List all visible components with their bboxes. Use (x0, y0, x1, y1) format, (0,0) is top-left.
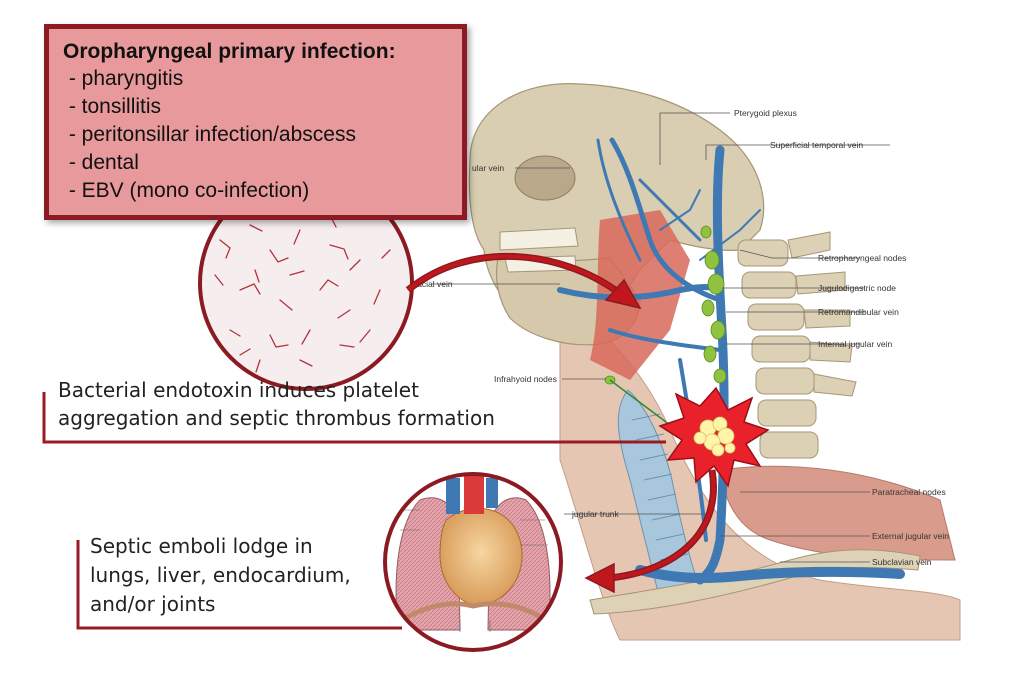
list-item: tonsillitis (63, 93, 448, 121)
label-pterygoid-plexus: Pterygoid plexus (734, 108, 797, 118)
endotoxin-caption-line: Bacterial endotoxin induces platelet (58, 378, 419, 402)
label-external-jugular-vein: External jugular vein (872, 531, 949, 541)
teeth (499, 227, 579, 251)
list-item: pharyngitis (63, 65, 448, 93)
orbit (514, 155, 576, 201)
label-facial-vein: Facial vein (412, 279, 453, 289)
endotoxin-caption: Bacterial endotoxin induces platelet agg… (58, 376, 495, 432)
emboli-caption-line: Septic emboli lodge in (90, 534, 313, 558)
list-item: EBV (mono co-infection) (63, 177, 448, 205)
emboli-caption-line: and/or joints (90, 592, 216, 616)
arrow-neck-to-chest (584, 469, 717, 594)
list-item: peritonsillar infection/abscess (63, 121, 448, 149)
cervical-spine (737, 231, 857, 459)
septic-thrombus-starburst (658, 386, 770, 488)
label-jugular-trunk: jugular trunk (571, 509, 620, 519)
arrow-micro-to-jaw (405, 252, 642, 310)
label-subclavian-vein: Subclavian vein (872, 557, 932, 567)
label-internal-jugular-vein: Internal jugular vein (818, 339, 892, 349)
emboli-callout-bracket (76, 540, 402, 630)
infection-source-list: pharyngitis tonsillitis peritonsillar in… (63, 65, 448, 205)
shoulder-muscle (719, 465, 956, 561)
lymph-nodes (604, 225, 727, 385)
aorta (464, 474, 484, 514)
label-retromandibular-vein: Retromandibular vein (818, 307, 899, 317)
label-infrahyoid-nodes: Infrahyoid nodes (494, 374, 557, 384)
list-item: dental (63, 149, 448, 177)
label-paratracheal-nodes: Paratracheal nodes (872, 487, 946, 497)
endotoxin-caption-line: aggregation and septic thrombus formatio… (58, 406, 495, 430)
label-retropharyngeal-nodes: Retropharyngeal nodes (818, 253, 906, 263)
emboli-caption-line: lungs, liver, endocardium, (90, 563, 351, 587)
endotoxin-callout-bracket (42, 392, 666, 444)
label-superficial-temporal-vein: Superficial temporal vein (770, 140, 863, 150)
label-jugular-vein-partial: ular vein (472, 163, 504, 173)
vena-cava (446, 478, 460, 514)
diaphragm (388, 601, 558, 631)
thrombus-clot (693, 416, 736, 457)
leader-lines (432, 112, 890, 563)
label-jugulodigastric-node: Jugulodigastric node (818, 283, 896, 293)
primary-infection-box: Oropharyngeal primary infection: pharyng… (44, 24, 467, 220)
emboli-caption: Septic emboli lodge in lungs, liver, end… (90, 532, 351, 619)
info-box-title: Oropharyngeal primary infection: (63, 40, 396, 63)
venous-network (557, 137, 905, 585)
thorax-illustration (383, 472, 563, 652)
